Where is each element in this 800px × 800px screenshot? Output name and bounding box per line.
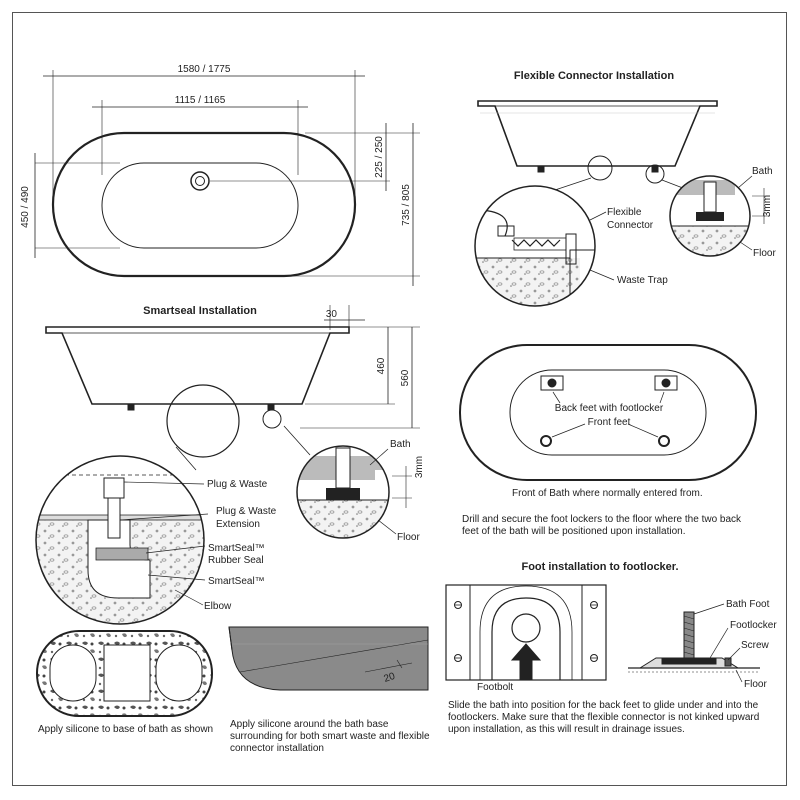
smartseal-foot-detail: [296, 445, 412, 539]
note-apply-silicone-base: Apply silicone to base of bath as shown: [38, 724, 214, 735]
label-smartseal: SmartSeal™: [208, 576, 265, 587]
footlocker-section: [628, 603, 760, 683]
silicone-base-plan: [36, 630, 213, 717]
bath-plan-view: [34, 70, 420, 286]
dim-overall-width: 735 / 805: [401, 184, 412, 226]
label-floor-flex: Floor: [753, 248, 776, 259]
note-front-of-bath: Front of Bath where normally entered fro…: [512, 488, 703, 499]
label-connector: Connector: [607, 220, 654, 231]
note-apply-silicone-around: Apply silicone around the bath base surr…: [230, 719, 430, 754]
note-drill-secure: Drill and secure the foot lockers to the…: [462, 514, 742, 537]
dim-overall-length: 1580 / 1775: [178, 64, 231, 75]
label-screw: Screw: [741, 640, 770, 651]
label-footbolt: Footbolt: [477, 682, 513, 693]
label-smartseal-rubber-1: SmartSeal™: [208, 543, 265, 554]
dim-depth-inner: 460: [376, 357, 387, 374]
dim-rim: 30: [326, 309, 338, 320]
dim-silicone-gap: 20: [383, 671, 397, 685]
label-floor-smartseal: Floor: [397, 532, 420, 543]
label-front-feet: Front feet: [588, 417, 631, 428]
label-flexible: Flexible: [607, 207, 642, 218]
label-plug-waste-ext-1: Plug & Waste: [216, 506, 277, 517]
note-slide-bath: Slide the bath into position for the bac…: [448, 700, 760, 735]
dim-inner-length: 1115 / 1165: [175, 95, 226, 106]
label-waste-trap: Waste Trap: [617, 275, 668, 286]
label-back-feet: Back feet with footlocker: [555, 403, 664, 414]
label-floor-footlocker: Floor: [744, 679, 767, 690]
dim-depth-overall: 560: [400, 369, 411, 386]
dim-waste-offset: 225 / 250: [374, 136, 385, 178]
flex-bath-elevation: [477, 100, 718, 196]
label-bath-smartseal: Bath: [390, 439, 411, 450]
label-bath-flex: Bath: [752, 166, 773, 177]
silicone-edge-detail: [228, 626, 429, 691]
label-plug-waste-ext-2: Extension: [216, 519, 260, 530]
footlocker-plan: [445, 584, 607, 681]
smartseal-detail: [35, 455, 209, 625]
feet-plan-view: [459, 344, 757, 481]
label-footlocker: Footlocker: [730, 620, 777, 631]
title-foot-install: Foot installation to footlocker.: [521, 561, 678, 573]
smartseal-bath-elevation: [45, 305, 420, 471]
drawing-frame: [12, 12, 787, 786]
dim-clearance-flex: 3mm: [762, 195, 773, 217]
dim-clearance-smartseal: 3mm: [414, 456, 425, 478]
label-plug-waste: Plug & Waste: [207, 479, 268, 490]
dim-inner-width: 450 / 490: [20, 186, 31, 228]
label-elbow: Elbow: [204, 601, 232, 612]
label-smartseal-rubber-2: Rubber Seal: [208, 555, 264, 566]
title-smartseal: Smartseal Installation: [143, 305, 257, 317]
title-flexible-connector: Flexible Connector Installation: [514, 70, 674, 82]
flex-connector-detail: [474, 185, 596, 307]
label-bath-foot: Bath Foot: [726, 599, 770, 610]
